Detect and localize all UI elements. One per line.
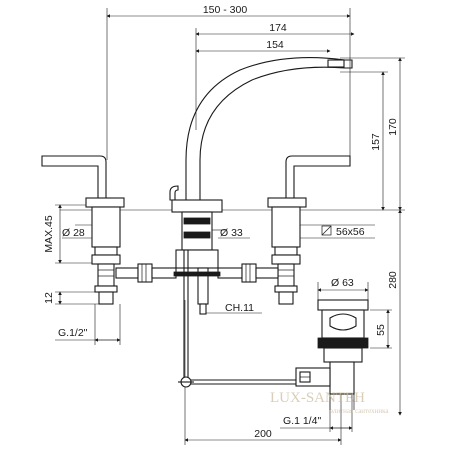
- dim-max-deck-label: MAX.45: [43, 215, 55, 253]
- dim-spout-reach: 154: [195, 39, 331, 53]
- dim-spout-height-label: 157: [370, 133, 382, 151]
- dim-spacing-range: 150 - 300: [106, 4, 351, 160]
- dim-spout-height: 157: [340, 71, 388, 211]
- drain-rod: [178, 250, 300, 388]
- dim-thread-inlet-label: G.1/2": [58, 327, 88, 339]
- dim-spout-base-diameter-label: Ø 33: [220, 227, 243, 239]
- dim-wrench-size-label: CH.11: [225, 302, 254, 314]
- dim-thread-inlet: G.1/2": [55, 304, 121, 345]
- watermark-subtitle: элитная сантехника: [330, 407, 389, 415]
- watermark-title: LUX-SANTEH: [270, 390, 365, 406]
- dim-spacing-range-label: 150 - 300: [203, 4, 248, 16]
- dim-base-diameter-label: Ø 28: [62, 227, 85, 239]
- spout: Ø 33 CH.11: [169, 57, 353, 315]
- left-handle: Ø 28: [41, 155, 125, 305]
- dim-connector-height: 12: [43, 291, 100, 305]
- dim-square-base: 56x56: [300, 224, 375, 239]
- dim-waste-diameter-label: Ø 63: [331, 277, 354, 289]
- dim-waste-height: 55: [370, 309, 392, 349]
- hoses: [115, 263, 279, 283]
- dim-square-base-label: 56x56: [336, 226, 365, 238]
- dim-spout-reach-total-label: 174: [269, 22, 287, 34]
- dim-connector-height-label: 12: [43, 292, 55, 304]
- dim-total-height-label: 280: [387, 271, 399, 289]
- watermark: LUX-SANTEH элитная сантехника: [270, 390, 389, 415]
- dim-waste-diameter: Ø 63: [317, 277, 369, 300]
- dim-spout-reach-label: 154: [266, 39, 284, 51]
- dim-spout-height-total-label: 170: [387, 118, 399, 136]
- dim-drain-reach-label: 200: [254, 428, 272, 440]
- dim-waste-thread-label: G.1 1/4": [283, 415, 321, 427]
- dim-spout-reach-total: 174: [195, 22, 355, 130]
- waste-assembly: [295, 299, 369, 410]
- right-handle: [267, 155, 351, 305]
- dim-waste-thread: G.1 1/4": [280, 395, 353, 432]
- dim-waste-height-label: 55: [375, 324, 387, 336]
- dim-total-height: 280: [387, 209, 402, 416]
- dim-drain-reach: 200: [184, 300, 342, 445]
- dim-spout-height-total: 170: [340, 57, 405, 211]
